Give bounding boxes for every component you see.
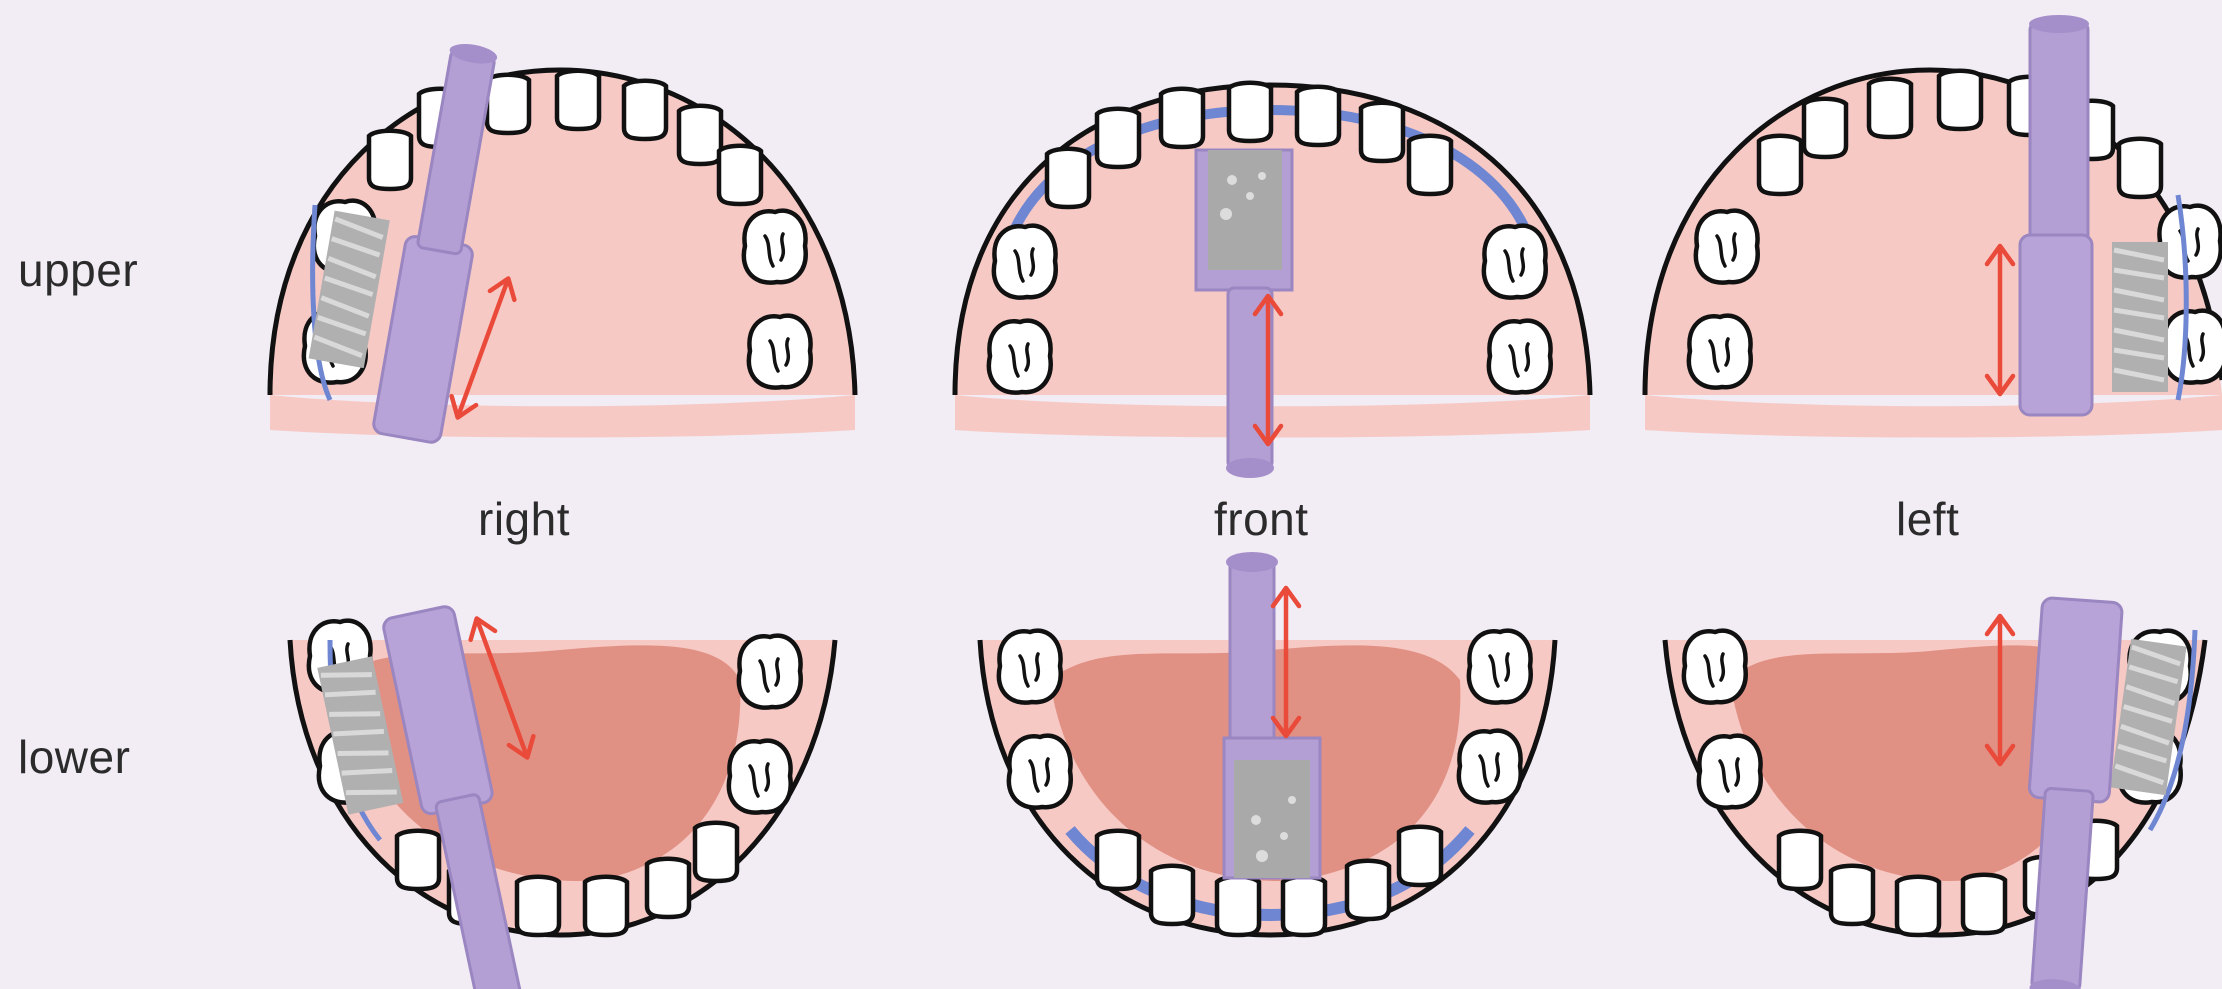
tooth-icon <box>1047 149 1089 207</box>
tooth-icon <box>1283 877 1325 935</box>
tooth-icon <box>647 859 689 917</box>
tooth-icon <box>2119 139 2161 197</box>
tooth-icon <box>2164 311 2222 383</box>
tooth-icon <box>397 831 439 889</box>
column-label-front: front <box>1214 492 1309 546</box>
tooth-icon <box>1409 136 1451 194</box>
upper-right-jaw <box>270 39 855 444</box>
tooth-icon <box>729 741 791 813</box>
lower-right-jaw <box>290 605 835 989</box>
tooth-icon <box>1347 861 1389 919</box>
tooth-icon <box>1963 875 2005 933</box>
tooth-icon <box>1484 226 1546 298</box>
tooth-icon <box>1217 877 1259 935</box>
tooth-icon <box>557 71 599 129</box>
upper-left-jaw <box>1645 15 2222 438</box>
tooth-icon <box>1689 316 1751 388</box>
tooth-icon <box>2159 206 2221 278</box>
tooth-icon <box>1489 321 1551 393</box>
column-label-left: left <box>1896 492 1959 546</box>
tooth-icon <box>1897 877 1939 935</box>
tooth-icon <box>994 226 1056 298</box>
tooth-icon <box>695 823 737 881</box>
tooth-icon <box>749 316 811 388</box>
tooth-icon <box>1161 89 1203 147</box>
tooth-icon <box>369 131 411 189</box>
tooth-icon <box>1459 731 1521 803</box>
tooth-icon <box>989 321 1051 393</box>
tooth-icon <box>1684 631 1746 703</box>
tooth-icon <box>739 636 801 708</box>
tooth-icon <box>517 877 559 935</box>
tooth-icon <box>1469 631 1531 703</box>
tooth-icon <box>999 631 1061 703</box>
toothbrush-icon <box>2020 15 2092 415</box>
column-label-right: right <box>478 492 570 546</box>
tooth-icon <box>1097 109 1139 167</box>
tooth-icon <box>1939 71 1981 129</box>
tooth-icon <box>1699 736 1761 808</box>
tooth-icon <box>1759 136 1801 194</box>
tooth-icon <box>1399 827 1441 885</box>
lower-left-jaw <box>1665 597 2205 989</box>
tooth-icon <box>679 106 721 164</box>
tooth-icon <box>1297 87 1339 145</box>
upper-front-jaw <box>955 83 1590 478</box>
tooth-icon <box>487 75 529 133</box>
tooth-icon <box>1869 79 1911 137</box>
tooth-icon <box>1151 866 1193 924</box>
tooth-icon <box>1361 103 1403 161</box>
row-label-lower: lower <box>18 730 130 784</box>
lower-front-jaw <box>980 552 1555 935</box>
tooth-icon <box>1009 736 1071 808</box>
tooth-icon <box>1229 83 1271 141</box>
row-label-upper: upper <box>18 243 138 297</box>
tooth-icon <box>719 146 761 204</box>
bristles <box>2112 242 2168 392</box>
tooth-icon <box>1779 831 1821 889</box>
tooth-icon <box>1097 831 1139 889</box>
tooth-icon <box>1804 99 1846 157</box>
tooth-icon <box>585 877 627 935</box>
tooth-icon <box>1696 211 1758 283</box>
tooth-icon <box>1831 866 1873 924</box>
tooth-icon <box>624 81 666 139</box>
tooth-icon <box>744 211 806 283</box>
